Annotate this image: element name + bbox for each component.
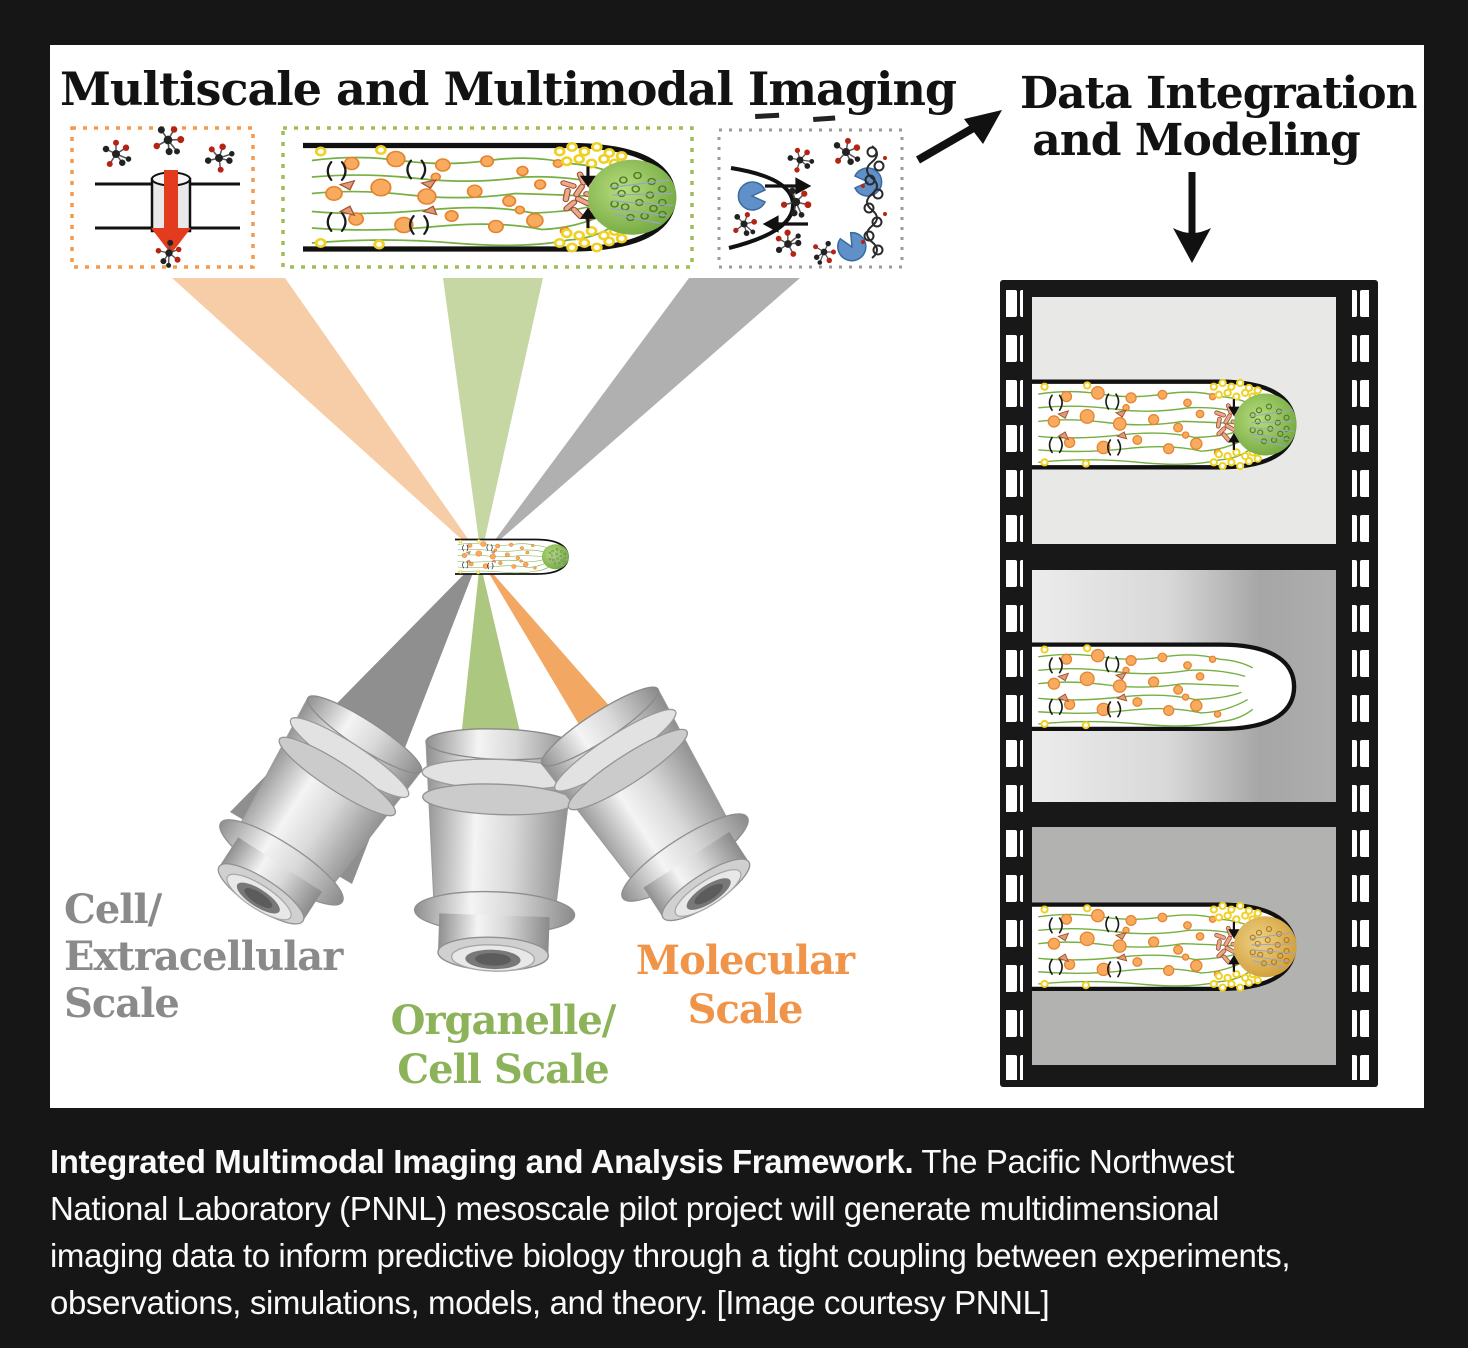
film-frame-3 [1032,827,1336,1065]
molecular-scale-line1: Molecular [635,937,855,984]
caption-line2: National Laboratory (PNNL) mesoscale pil… [50,1190,1219,1227]
cell-scale-label: Cell/ Extracellular Scale [64,886,343,1027]
exchange-arrows-icon [762,177,812,233]
beam-cone-cell-top [486,278,800,552]
molecular-scale-inset [70,118,255,271]
film-strip [1000,280,1378,1087]
caption-line1-rest: The Pacific Northwest [913,1143,1234,1180]
down-arrow-icon [1173,172,1211,263]
molecular-scale-label: Molecular Scale [605,936,885,1034]
organelle-scale-line1: Organelle/ [390,997,617,1044]
polymer-chain-icon [861,145,887,259]
beam-cone-organelle-top [443,278,543,556]
organelle-scale-inset [281,126,694,269]
arrow-to-integration-icon [915,110,1002,164]
beam-cone-molecular-top [172,278,480,556]
integration-title: Data Integration and Modeling [1020,68,1418,166]
figure-caption: Integrated Multimodal Imaging and Analys… [50,1138,1450,1326]
integration-title-line1: Data Integration [1020,68,1418,119]
cell-boundary-arc [728,166,796,250]
cell-scale-line3: Scale [64,980,180,1027]
cell-scale-inset [717,128,904,269]
specimen [454,538,570,575]
film-frame-1 [1032,297,1336,544]
cell-scale-line1: Cell/ [64,886,162,933]
caption-bold-lead: Integrated Multimodal Imaging and Analys… [50,1143,914,1180]
caption-line4: observations, simulations, models, and t… [50,1284,1050,1321]
cell-scale-line2: Extracellular [64,933,343,980]
caption-line1: Integrated Multimodal Imaging and Analys… [50,1138,1450,1185]
film-sprocket-holes-right [1352,290,1369,1080]
title-artifact-dash [813,115,836,122]
film-sprocket-holes-left [1006,290,1023,1080]
film-frame-2 [1032,570,1336,802]
integration-title-line2: and Modeling [1032,115,1361,166]
organelle-scale-line2: Cell Scale [397,1046,609,1093]
imaging-title: Multiscale and Multimodal Imaging [60,62,957,116]
caption-line3: imaging data to inform predictive biolog… [50,1237,1291,1274]
molecular-scale-line2: Scale [687,986,804,1033]
title-artifact-dash [755,112,780,119]
organelle-scale-label: Organelle/ Cell Scale [363,996,643,1094]
